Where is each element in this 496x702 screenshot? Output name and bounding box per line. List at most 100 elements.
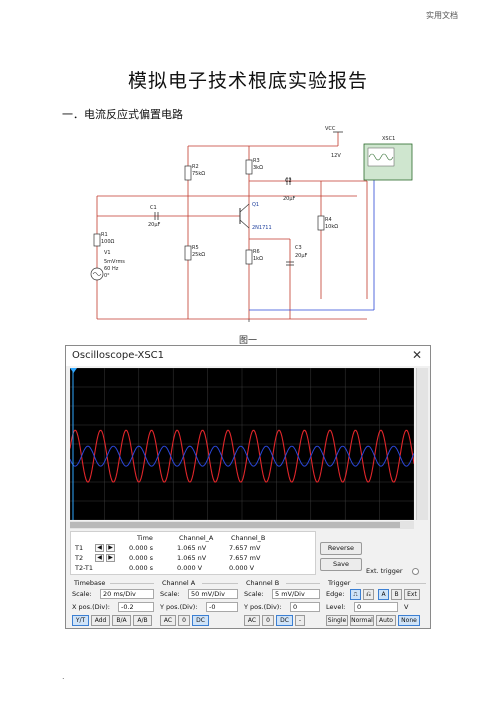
timebase-scale-label: Scale: xyxy=(72,590,92,598)
channel-a-scale-input[interactable]: 50 mV/Div xyxy=(188,589,238,599)
c3-value: 20µF xyxy=(295,253,308,259)
section-heading: 一．电流反应式偏置电路 xyxy=(62,108,183,121)
readout-label: T2-T1 xyxy=(75,564,93,572)
doc-title: 模拟电子技术根底实验报告 xyxy=(127,70,368,92)
readout-time: 0.000 s xyxy=(129,544,154,552)
mode-ba-button[interactable]: B/A xyxy=(112,615,131,626)
readout-channel-a: 0.000 V xyxy=(177,564,203,572)
mode-ab-button[interactable]: A/B xyxy=(133,615,152,626)
c1-label: C1 xyxy=(150,205,157,211)
channel-a-zero-button[interactable]: 0 xyxy=(178,615,190,626)
ext-trigger-radio[interactable] xyxy=(412,568,419,575)
readout-channel-b: 0.000 V xyxy=(229,564,255,572)
resistor-r5 xyxy=(184,245,192,261)
r5-value: 25kΩ xyxy=(192,252,205,258)
trigger-source-ext-button[interactable]: Ext xyxy=(404,589,420,600)
channel-a-ypos-input[interactable]: -0 xyxy=(206,602,238,612)
channel-a-ypos-label: Y pos.(Div): xyxy=(160,603,198,611)
scope-title: Oscilloscope-XSC1 xyxy=(72,350,165,361)
c2-value: 20µF xyxy=(283,196,296,202)
t1-left-button[interactable]: ◀ xyxy=(95,544,104,552)
vcc-label: VCC xyxy=(325,126,336,132)
reverse-button[interactable]: Reverse xyxy=(320,542,362,555)
oscilloscope-icon xyxy=(363,143,413,181)
t2-right-button[interactable]: ▶ xyxy=(106,554,115,562)
channel-b-invert-button[interactable]: - xyxy=(295,615,305,626)
scope-label: XSC1 xyxy=(382,136,395,142)
readout-time: 0.000 s xyxy=(129,554,154,562)
figure-caption: 图一 xyxy=(238,336,257,346)
timebase-scale-input[interactable]: 20 ms/Div xyxy=(100,589,154,599)
channel-b-scale-input[interactable]: 5 mV/Div xyxy=(272,589,320,599)
timebase-group: Timebase Scale: 20 ms/Div X pos.(Div): -… xyxy=(70,579,156,627)
v1-amplitude: 5mVrms xyxy=(104,259,125,265)
trigger-source-b-button[interactable]: B xyxy=(391,589,402,600)
oscilloscope-window: Oscilloscope-XSC1 ✕ Time Channel_A Chann… xyxy=(65,345,431,629)
readout-channel-b: 7.657 mV xyxy=(229,544,261,552)
rising-edge-icon[interactable]: ⎍ xyxy=(350,589,361,600)
channel-a-ac-button[interactable]: AC xyxy=(160,615,176,626)
header-note: 实用文档 xyxy=(426,11,458,20)
v1-phase: 0° xyxy=(104,273,110,279)
channel-b-ac-button[interactable]: AC xyxy=(244,615,260,626)
falling-edge-icon[interactable]: ⎌ xyxy=(363,589,374,600)
trigger-normal-button[interactable]: Normal xyxy=(350,615,374,626)
q1-label: Q1 xyxy=(252,202,259,208)
trigger-single-button[interactable]: Single xyxy=(326,615,348,626)
scope-display[interactable] xyxy=(70,368,414,520)
mode-yt-button[interactable]: Y/T xyxy=(72,615,89,626)
q1-model: 2N1711 xyxy=(252,225,272,231)
r3-label: R3 xyxy=(253,158,260,164)
trigger-title: Trigger xyxy=(328,579,351,587)
resistor-r6 xyxy=(245,249,253,265)
r1-value: 100Ω xyxy=(101,239,115,245)
scrollbar-thumb[interactable] xyxy=(70,522,400,528)
trigger-level-input[interactable]: 0 xyxy=(354,602,398,612)
resistor-r3 xyxy=(245,159,253,175)
v1-label: V1 xyxy=(104,250,111,256)
cursor-t1-marker xyxy=(70,368,77,373)
r4-label: R4 xyxy=(325,217,332,223)
readout-channel-a: 1.065 nV xyxy=(177,544,207,552)
cursor-readout: Time Channel_A Channel_B T1 ◀ ▶ 0.000 s … xyxy=(70,531,316,575)
trace-channel-a xyxy=(70,429,414,483)
horizontal-scrollbar[interactable] xyxy=(70,521,414,529)
channel-a-dc-button[interactable]: DC xyxy=(192,615,209,626)
r2-label: R2 xyxy=(192,164,199,170)
readout-time: 0.000 s xyxy=(129,564,154,572)
trigger-level-label: Level: xyxy=(326,603,346,611)
r5-label: R5 xyxy=(192,245,199,251)
save-button[interactable]: Save xyxy=(320,558,362,571)
channel-a-scale-label: Scale: xyxy=(160,590,180,598)
trace-channel-b xyxy=(70,445,414,467)
scope-titlebar[interactable]: Oscilloscope-XSC1 ✕ xyxy=(66,346,430,366)
channel-b-dc-button[interactable]: DC xyxy=(276,615,293,626)
r4-value: 10kΩ xyxy=(325,224,338,230)
channel-b-group: Channel B Scale: 5 mV/Div Y pos.(Div): 0… xyxy=(242,579,322,627)
circuit-schematic: VCC 12V XSC1 R2 75kΩ R3 3kΩ C2 20µF Q1 2… xyxy=(90,126,413,322)
trigger-source-a-button[interactable]: A xyxy=(378,589,389,600)
timebase-title: Timebase xyxy=(74,579,106,587)
scope-grid xyxy=(70,368,414,520)
c3-label: C3 xyxy=(295,245,302,251)
trigger-level-unit: V xyxy=(404,603,409,611)
close-icon[interactable]: ✕ xyxy=(411,348,422,362)
trigger-edge-label: Edge: xyxy=(326,590,345,598)
channel-b-zero-button[interactable]: 0 xyxy=(262,615,274,626)
r6-label: R6 xyxy=(253,249,260,255)
trigger-none-button[interactable]: None xyxy=(398,615,420,626)
t2-left-button[interactable]: ◀ xyxy=(95,554,104,562)
channel-b-scale-label: Scale: xyxy=(244,590,264,598)
channel-a-group: Channel A Scale: 50 mV/Div Y pos.(Div): … xyxy=(158,579,240,627)
timebase-xpos-label: X pos.(Div): xyxy=(72,603,110,611)
c2-label: C2 xyxy=(285,178,292,184)
mode-add-button[interactable]: Add xyxy=(91,615,110,626)
channel-b-ypos-label: Y pos.(Div): xyxy=(244,603,282,611)
t1-right-button[interactable]: ▶ xyxy=(106,544,115,552)
vertical-scrollbar[interactable] xyxy=(416,368,428,520)
channel-b-ypos-input[interactable]: 0 xyxy=(290,602,320,612)
trigger-auto-button[interactable]: Auto xyxy=(376,615,396,626)
r3-value: 3kΩ xyxy=(253,165,263,171)
timebase-xpos-input[interactable]: -0.2 xyxy=(118,602,154,612)
readout-label: T2 xyxy=(75,554,84,562)
